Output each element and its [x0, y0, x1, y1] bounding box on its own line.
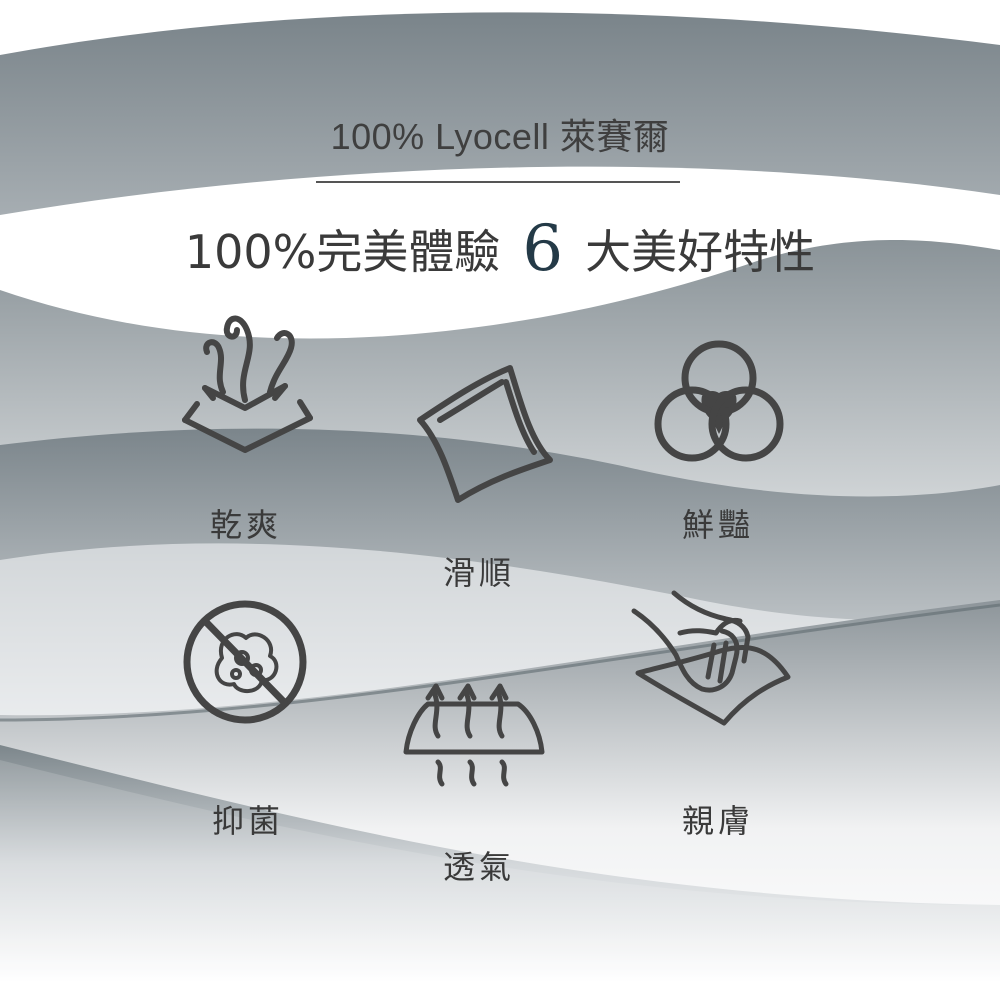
- feature-antibacterial-label: 抑菌: [212, 802, 285, 840]
- feature-dry-label: 乾爽: [210, 506, 283, 544]
- hand-touch-icon: [631, 590, 791, 726]
- no-bacteria-icon: [183, 600, 307, 724]
- feature-vivid: [652, 338, 787, 468]
- dry-icon: [182, 315, 313, 453]
- feature-breathable-label: 透氣: [443, 848, 516, 886]
- headline-number: 6: [522, 212, 564, 286]
- headline: 100%完美體驗 6 大美好特性: [0, 212, 1000, 286]
- feature-smooth: [410, 360, 560, 510]
- header-divider: [316, 181, 680, 183]
- smooth-fabric-icon: [417, 365, 553, 503]
- feature-antibacterial: [180, 598, 310, 728]
- feature-vivid-label: 鮮豔: [682, 506, 755, 544]
- feature-breathable: [398, 672, 548, 792]
- headline-after: 大美好特性: [585, 225, 816, 279]
- feature-smooth-label: 滑順: [443, 554, 516, 592]
- breathable-icon: [403, 683, 545, 787]
- feature-skin-friendly: [628, 585, 798, 735]
- color-circles-icon: [654, 340, 784, 462]
- feature-skin-friendly-label: 親膚: [682, 802, 755, 840]
- headline-before: 100%完美體驗: [184, 225, 501, 279]
- feature-dry: [175, 300, 325, 470]
- product-subtitle: 100% Lyocell 萊賽爾: [330, 116, 670, 157]
